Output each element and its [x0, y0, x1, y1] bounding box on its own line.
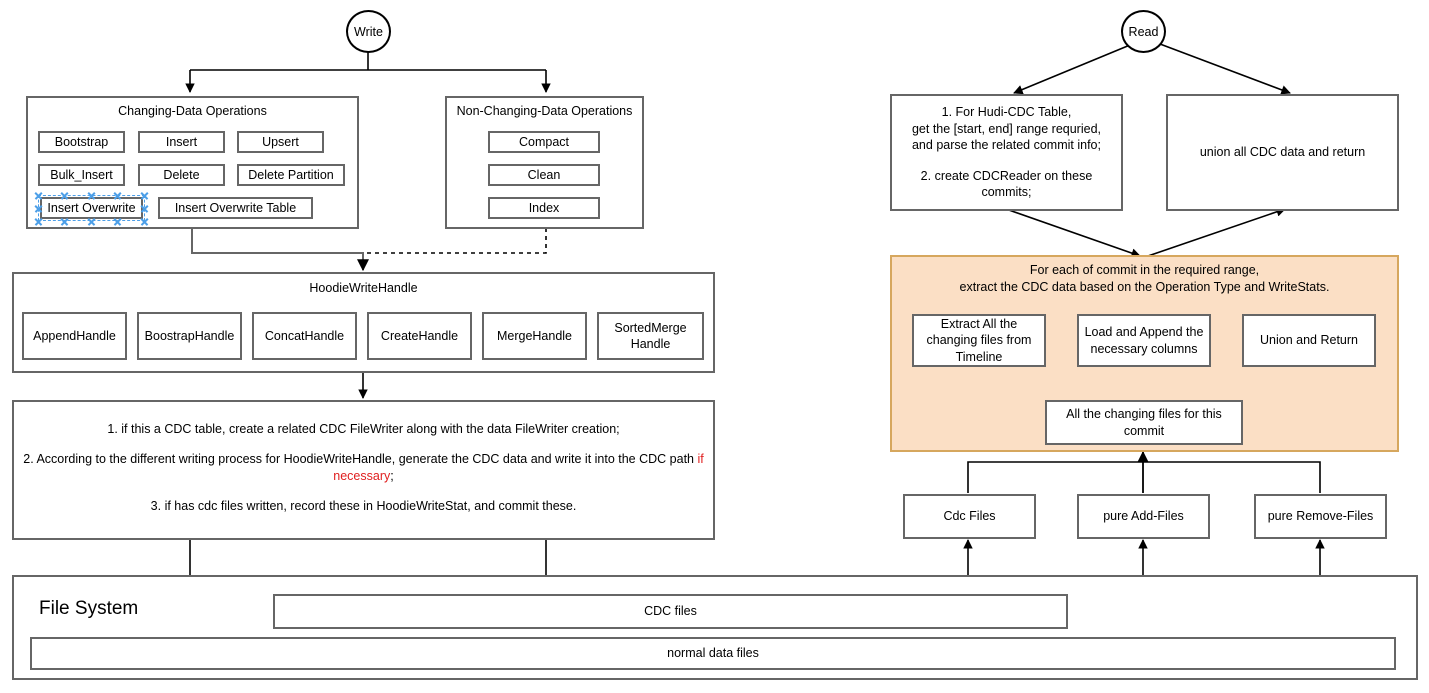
op-bulk-insert[interactable]: Bulk_Insert — [38, 164, 125, 186]
handle-sorted-merge[interactable]: SortedMerge Handle — [597, 312, 704, 360]
extract-changing-files-label: Extract All the changing files from Time… — [926, 316, 1032, 364]
pure-add-files-box[interactable]: pure Add-Files — [1077, 494, 1210, 539]
normal-data-files-bar[interactable]: normal data files — [30, 637, 1396, 670]
handle-create[interactable]: CreateHandle — [367, 312, 472, 360]
op-delete-partition-label: Delete Partition — [248, 167, 334, 182]
per-commit-title-line-1: For each of commit in the required range… — [1029, 263, 1260, 277]
cdc-files-bar-label: CDC files — [644, 604, 697, 619]
read-step1-line-2: get the [start, end] range requried, — [911, 121, 1101, 136]
cdc-files-bar[interactable]: CDC files — [273, 594, 1068, 629]
per-commit-title-line-2: extract the CDC data based on the Operat… — [959, 279, 1330, 294]
all-changing-files-label: All the changing files for this commit — [1066, 407, 1222, 438]
op-clean-label: Clean — [527, 167, 561, 182]
op-insert-overwrite-table[interactable]: Insert Overwrite Table — [158, 197, 313, 219]
read-step1-line-1: 1. For Hudi-CDC Table, — [941, 105, 1072, 120]
op-compact-label: Compact — [518, 134, 570, 149]
pure-add-files-box-label: pure Add-Files — [1103, 509, 1184, 524]
op-bootstrap-label: Bootstrap — [54, 134, 109, 149]
op-delete-partition[interactable]: Delete Partition — [237, 164, 345, 186]
cdc-files-box-label: Cdc Files — [943, 509, 996, 524]
handle-create-label: CreateHandle — [380, 328, 459, 343]
note-line-3: 3. if has cdc files written, record thes… — [150, 498, 577, 513]
union-and-return-label: Union and Return — [1260, 333, 1358, 348]
handle-boostrap-label: BoostrapHandle — [144, 328, 235, 343]
handle-merge-label: MergeHandle — [496, 328, 573, 343]
per-commit-extract-title: For each of commit in the required range… — [890, 262, 1399, 296]
union-all-cdc-box[interactable]: union all CDC data and return — [1166, 94, 1399, 211]
handle-sorted-merge-label: SortedMerge Handle — [614, 320, 687, 352]
union-and-return-box[interactable]: Union and Return — [1242, 314, 1376, 367]
read-step1-box[interactable]: 1. For Hudi-CDC Table, get the [start, e… — [890, 94, 1123, 211]
note-line-2-b: ; — [390, 468, 394, 483]
changing-data-operations-title: Changing-Data Operations — [118, 104, 267, 118]
handle-merge[interactable]: MergeHandle — [482, 312, 587, 360]
op-insert[interactable]: Insert — [138, 131, 225, 153]
handle-append[interactable]: AppendHandle — [22, 312, 127, 360]
handle-boostrap[interactable]: BoostrapHandle — [137, 312, 242, 360]
extract-changing-files-box[interactable]: Extract All the changing files from Time… — [912, 314, 1046, 367]
hoodie-write-handle-title: HoodieWriteHandle — [309, 281, 418, 295]
cdc-files-box[interactable]: Cdc Files — [903, 494, 1036, 539]
note-line-2-emphasis: if necessary — [333, 452, 704, 483]
pure-remove-files-box-label: pure Remove-Files — [1267, 509, 1374, 524]
op-insert-overwrite-table-label: Insert Overwrite Table — [174, 200, 297, 215]
read-start-node[interactable]: Read — [1121, 10, 1166, 53]
op-upsert-label: Upsert — [262, 134, 299, 149]
handle-concat-label: ConcatHandle — [264, 328, 345, 343]
op-compact[interactable]: Compact — [488, 131, 600, 153]
load-append-columns-box[interactable]: Load and Append the necessary columns — [1077, 314, 1211, 367]
op-index-label: Index — [528, 200, 560, 215]
read-step1-line-blank — [912, 154, 1101, 168]
read-start-label: Read — [1128, 24, 1159, 39]
cdc-write-notes-box[interactable] — [12, 400, 715, 540]
read-step1-line-6: commits; — [981, 185, 1032, 200]
write-start-label: Write — [354, 24, 383, 39]
op-insert-overwrite[interactable]: Insert Overwrite — [40, 197, 143, 219]
normal-data-files-bar-label: normal data files — [667, 646, 759, 661]
read-step1-text: 1. For Hudi-CDC Table, get the [start, e… — [912, 104, 1101, 201]
op-delete-label: Delete — [163, 167, 200, 182]
op-insert-overwrite-label: Insert Overwrite — [47, 200, 136, 215]
op-index[interactable]: Index — [488, 197, 600, 219]
op-bootstrap[interactable]: Bootstrap — [38, 131, 125, 153]
op-delete[interactable]: Delete — [138, 164, 225, 186]
write-start-node[interactable]: Write — [346, 10, 391, 53]
op-clean[interactable]: Clean — [488, 164, 600, 186]
file-system-label: File System — [39, 598, 139, 619]
op-insert-label: Insert — [165, 134, 198, 149]
non-changing-data-operations-title: Non-Changing-Data Operations — [456, 104, 633, 118]
union-all-cdc-label: union all CDC data and return — [1199, 145, 1366, 160]
note-line-1: 1. if this a CDC table, create a related… — [107, 422, 620, 436]
note-line-2-a: 2. According to the different writing pr… — [23, 452, 698, 467]
cdc-write-notes-text: 1. if this a CDC table, create a related… — [22, 421, 705, 514]
read-step1-line-3: and parse the related commit info; — [911, 138, 1101, 153]
load-append-columns-label: Load and Append the necessary columns — [1084, 325, 1204, 356]
op-upsert[interactable]: Upsert — [237, 131, 324, 153]
all-changing-files-box[interactable]: All the changing files for this commit — [1045, 400, 1243, 445]
pure-remove-files-box[interactable]: pure Remove-Files — [1254, 494, 1387, 539]
read-step1-line-5: 2. create CDCReader on these — [920, 168, 1093, 183]
handle-concat[interactable]: ConcatHandle — [252, 312, 357, 360]
handle-append-label: AppendHandle — [33, 328, 116, 343]
op-bulk-insert-label: Bulk_Insert — [50, 167, 113, 182]
note-line-2: 2. According to the different writing pr… — [22, 451, 705, 484]
